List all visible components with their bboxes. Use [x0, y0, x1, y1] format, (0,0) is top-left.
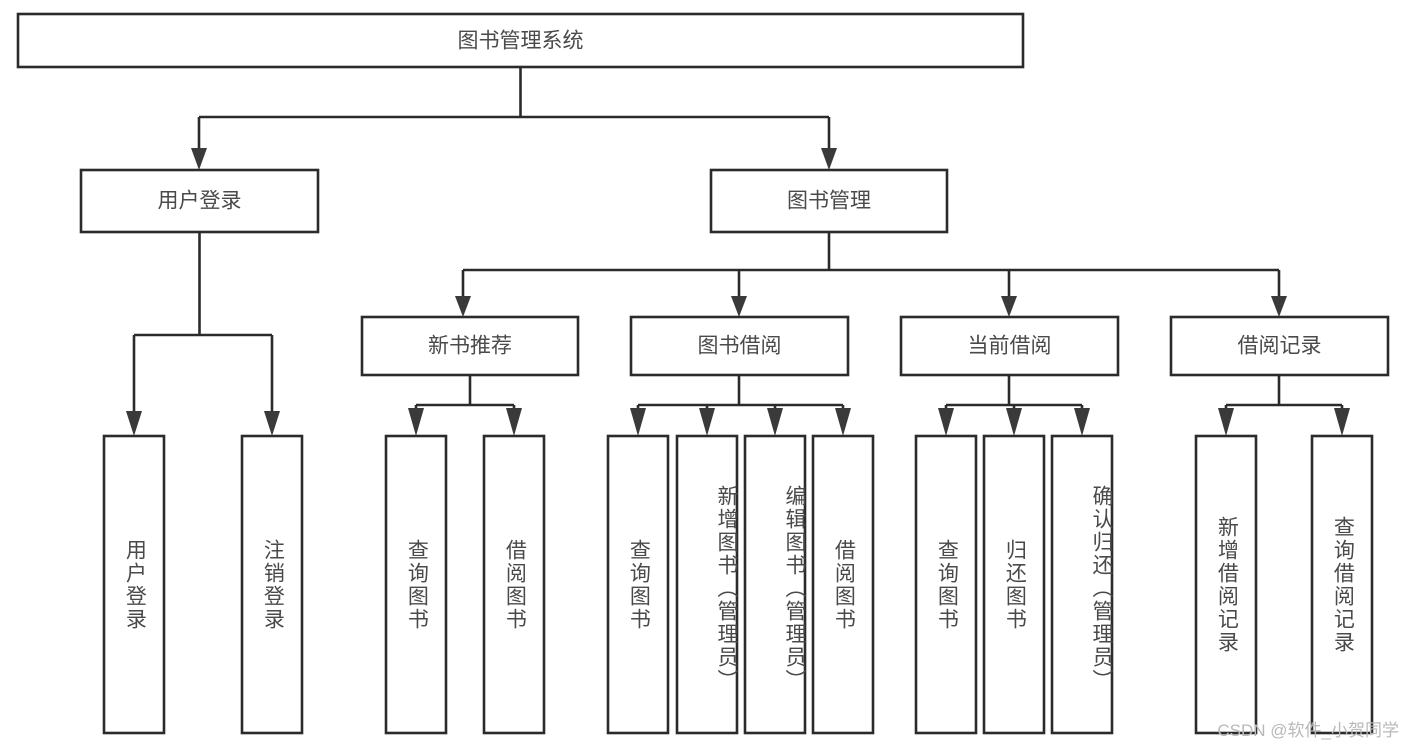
- node-book-borrow[interactable]: 图书借阅: [629, 315, 850, 377]
- node-new-book-recommend[interactable]: 新书推荐: [360, 315, 580, 377]
- connector-group-user-login-to-leaves: [126, 232, 280, 436]
- node-box-leaf-add-book[interactable]: [675, 434, 739, 735]
- arrow-head-leaf-query-record: [1334, 408, 1350, 436]
- watermark-text: CSDN @软件_小贺同学: [1217, 721, 1399, 740]
- connector-group-new-book-to-leaves: [408, 375, 522, 436]
- connector-group-book-borrow-to-leaves: [630, 375, 851, 436]
- node-root[interactable]: 图书管理系统: [16, 12, 1025, 69]
- arrow-head-leaf-return-book: [1006, 408, 1022, 436]
- node-box-root[interactable]: [16, 12, 1025, 69]
- arrow-head-leaf-query-book-2: [630, 408, 646, 436]
- node-box-current-borrow[interactable]: [899, 315, 1120, 377]
- node-box-new-book-recommend[interactable]: [360, 315, 580, 377]
- arrow-head-book-borrow: [731, 296, 747, 317]
- arrow-head-borrow-record: [1271, 296, 1287, 317]
- arrow-head-book-management: [821, 148, 837, 170]
- arrow-head-leaf-query-book-1: [408, 408, 424, 436]
- node-box-leaf-add-record[interactable]: [1194, 434, 1258, 735]
- node-box-leaf-query-book-1[interactable]: [384, 434, 448, 735]
- node-box-leaf-user-login[interactable]: [102, 434, 166, 735]
- connector-group-current-borrow-to-leaves: [938, 375, 1090, 436]
- node-box-leaf-return-book[interactable]: [982, 434, 1046, 735]
- node-box-leaf-confirm-return[interactable]: [1050, 434, 1114, 735]
- arrow-head-leaf-add-book: [699, 408, 715, 436]
- node-box-book-management[interactable]: [709, 168, 949, 234]
- arrow-head-leaf-borrow-book-2: [835, 408, 851, 436]
- node-label-book-management: 图书管理: [787, 190, 871, 213]
- node-box-leaf-logout[interactable]: [240, 434, 304, 735]
- node-label-current-borrow: 当前借阅: [968, 335, 1052, 358]
- arrow-head-leaf-user-login: [126, 411, 142, 436]
- node-current-borrow[interactable]: 当前借阅: [899, 315, 1120, 377]
- node-box-leaf-query-book-2[interactable]: [606, 434, 670, 735]
- arrow-head-leaf-query-book-3: [938, 408, 954, 436]
- arrow-head-leaf-add-record: [1218, 408, 1234, 436]
- arrow-head-user-login: [191, 148, 207, 170]
- node-label-borrow-record: 借阅记录: [1238, 335, 1322, 358]
- connector-group-root-to-level2: [191, 67, 837, 170]
- arrow-head-leaf-borrow-book-1: [506, 408, 522, 436]
- node-box-borrow-record[interactable]: [1169, 315, 1390, 377]
- node-label-user-login: 用户登录: [158, 190, 242, 213]
- node-box-leaf-borrow-book-1[interactable]: [482, 434, 546, 735]
- node-label-new-book-recommend: 新书推荐: [428, 335, 512, 358]
- leaf-box-group: [102, 434, 1374, 735]
- node-box-leaf-query-record[interactable]: [1310, 434, 1374, 735]
- arrow-head-leaf-logout: [264, 411, 280, 436]
- connector-group-borrow-record-to-leaves: [1218, 375, 1350, 436]
- arrow-head-current-borrow: [1001, 296, 1017, 317]
- arrow-head-new-book-recommend: [455, 296, 471, 317]
- node-box-leaf-edit-book[interactable]: [743, 434, 807, 735]
- node-user-login[interactable]: 用户登录: [79, 168, 320, 234]
- node-box-book-borrow[interactable]: [629, 315, 850, 377]
- connector-group-book-management-to-level3: [455, 232, 1287, 317]
- node-borrow-record[interactable]: 借阅记录: [1169, 315, 1390, 377]
- arrow-head-leaf-edit-book: [767, 408, 783, 436]
- node-box-user-login[interactable]: [79, 168, 320, 234]
- node-box-leaf-query-book-3[interactable]: [914, 434, 978, 735]
- node-box-leaf-borrow-book-2[interactable]: [811, 434, 875, 735]
- node-book-management[interactable]: 图书管理: [709, 168, 949, 234]
- node-label-book-borrow: 图书借阅: [698, 335, 782, 358]
- arrow-head-leaf-confirm-return: [1074, 408, 1090, 436]
- node-label-root: 图书管理系统: [458, 30, 584, 53]
